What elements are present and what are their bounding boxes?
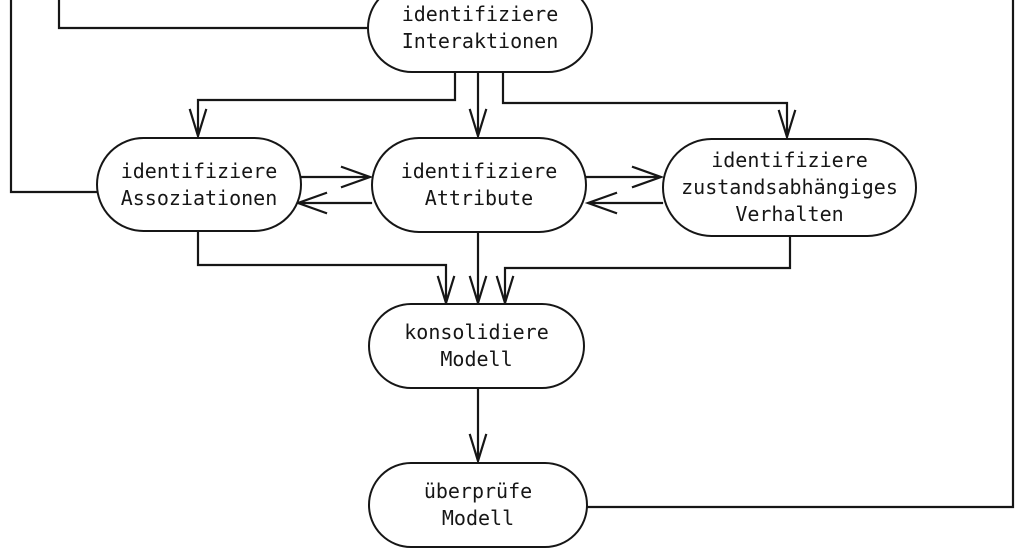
edge-attribute-to-konsolidiere bbox=[468, 231, 488, 307]
node-ueberpruefe-modell: überprüfe Modell bbox=[368, 462, 588, 548]
edge-verhalten-to-attribute bbox=[584, 191, 664, 215]
edge-feedback-left-to-assoziationen bbox=[9, 0, 98, 194]
edge-attribute-to-assoziationen bbox=[294, 191, 373, 215]
node-identifiziere-interaktionen: identifiziere Interaktionen bbox=[367, 0, 593, 73]
edge-interaktionen-to-attribute bbox=[468, 71, 488, 140]
edge-assoziationen-to-konsolidiere bbox=[196, 230, 456, 307]
edge-attribute-to-verhalten bbox=[585, 165, 665, 189]
edge-assoziationen-to-attribute bbox=[295, 165, 374, 189]
node-identifiziere-assoziationen: identifiziere Assoziationen bbox=[96, 137, 302, 232]
edge-feedback-left-to-interaktionen bbox=[57, 0, 370, 30]
edge-verhalten-to-konsolidiere bbox=[495, 235, 792, 307]
edge-interaktionen-to-assoziationen bbox=[188, 71, 457, 140]
edge-konsolidiere-to-ueberpruefe bbox=[468, 387, 488, 465]
edge-interaktionen-to-verhalten bbox=[501, 71, 797, 141]
node-identifiziere-attribute: identifiziere Attribute bbox=[371, 137, 587, 233]
node-identifiziere-zustandsabhaengiges-verhalten: identifiziere zustandsabhängiges Verhalt… bbox=[662, 138, 917, 237]
node-konsolidiere-modell: konsolidiere Modell bbox=[368, 303, 585, 389]
edge-ueberpruefe-feedback-up bbox=[586, 0, 1015, 509]
